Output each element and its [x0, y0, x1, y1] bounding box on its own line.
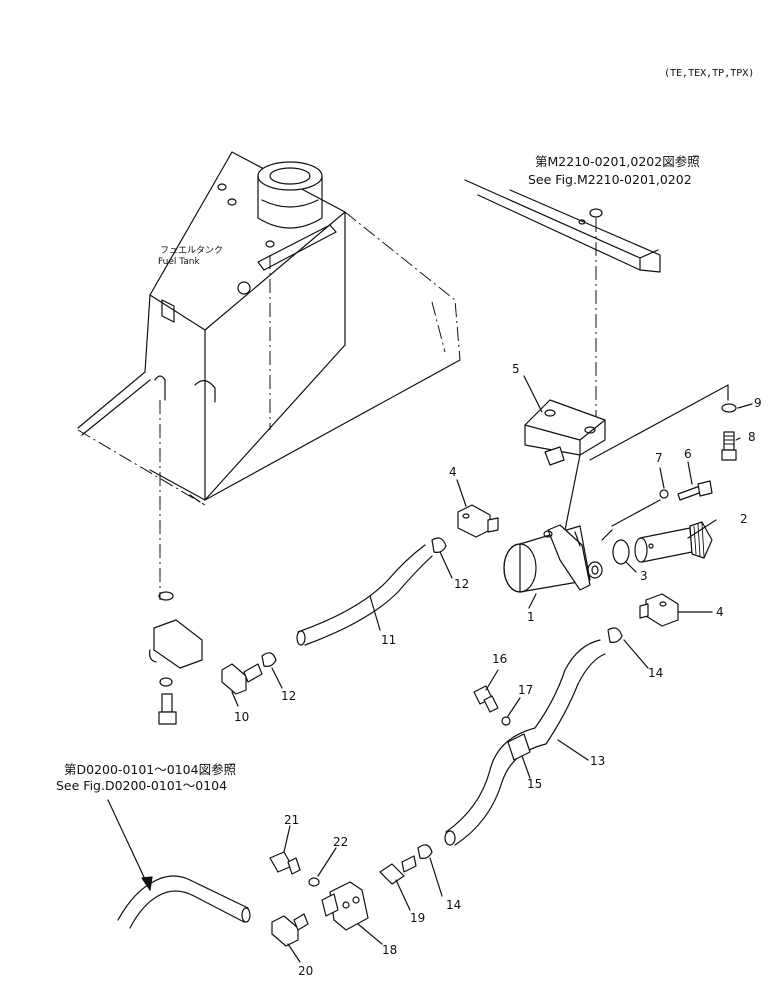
part-11-hose [296, 544, 433, 646]
part-number-6: 6 [684, 447, 692, 461]
model-code: (TE,TEX,TP,TPX) [664, 68, 755, 79]
part-2-element [634, 521, 713, 563]
top-ref-jp: 第M2210-0201,0202図参照 [535, 154, 700, 169]
part-4-elbow-upper [457, 504, 499, 538]
tank-drain-fitting [149, 591, 203, 725]
lower-frame-pipe [117, 875, 251, 929]
part-12-clamp-lower [261, 652, 277, 667]
part-20-elbow [271, 913, 309, 947]
part-number-4b: 4 [716, 605, 724, 619]
part-7-washer [659, 489, 669, 499]
part-number-4a: 4 [449, 465, 457, 479]
part-18-block [321, 881, 369, 931]
bottom-ref-jp: 第D0200-0101～0104図参照 [64, 762, 237, 777]
part-14-clamp-upper [607, 627, 623, 643]
part-number-13: 13 [590, 754, 606, 768]
part-number-10: 10 [234, 710, 250, 724]
part-number-15: 15 [527, 777, 543, 791]
part-number-9: 9 [754, 396, 762, 410]
part-16-bolt [473, 685, 499, 713]
tank-label-en: Fuel Tank [158, 257, 200, 267]
part-number-7: 7 [655, 451, 663, 465]
part-number-20: 20 [298, 964, 314, 978]
part-number-17: 17 [518, 683, 534, 697]
top-ref-en: See Fig.M2210-0201,0202 [528, 172, 692, 187]
part-number-18: 18 [382, 943, 398, 957]
part-10-elbow [221, 663, 263, 695]
part-number-14b: 14 [446, 898, 462, 912]
part-number-5: 5 [512, 362, 520, 376]
part-12-clamp-upper [431, 537, 447, 553]
guide-line-element [611, 499, 661, 527]
part-number-8: 8 [748, 430, 756, 444]
part-6-bolt [677, 480, 713, 501]
part-21-bolt [269, 851, 301, 875]
tank-label-jp: フュエルタンク [160, 246, 224, 256]
part-number-3: 3 [640, 569, 648, 583]
part-number-19: 19 [410, 911, 426, 925]
part-9-washer [721, 403, 737, 413]
part-1-filter-housing [503, 524, 603, 593]
part-5-bracket [524, 384, 729, 531]
bottom-ref-en: See Fig.D0200-0101～0104 [56, 778, 228, 793]
part-15-clamp [507, 733, 531, 761]
part-number-14a: 14 [648, 666, 664, 680]
part-number-12a: 12 [454, 577, 470, 591]
part-19-connector [379, 855, 417, 885]
part-number-2: 2 [740, 512, 748, 526]
part-number-12b: 12 [281, 689, 297, 703]
part-8-bolt [721, 431, 737, 461]
part-number-11: 11 [381, 633, 397, 647]
upper-frame [464, 179, 661, 440]
part-number-1: 1 [527, 610, 535, 624]
part-number-16: 16 [492, 652, 508, 666]
part-number-21: 21 [284, 813, 300, 827]
part-22-washer [308, 877, 320, 887]
part-14-clamp-lower [417, 844, 433, 859]
leader-lines [107, 375, 753, 963]
part-3-o-ring [612, 539, 630, 565]
part-4-elbow-lower [639, 593, 679, 627]
part-17-washer [501, 716, 511, 726]
part-number-22: 22 [333, 835, 349, 849]
fuel-tank [77, 151, 461, 600]
part-13-hose [444, 639, 606, 846]
